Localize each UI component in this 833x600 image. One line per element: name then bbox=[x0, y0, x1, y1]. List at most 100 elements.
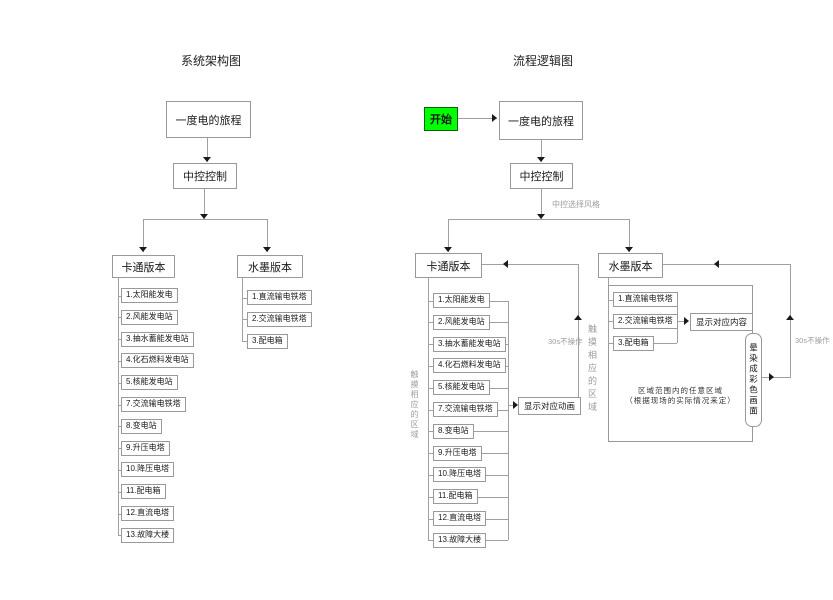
connector-line bbox=[508, 300, 509, 541]
diagram-list-item: 10.降压电塔 bbox=[121, 462, 175, 477]
connector-line bbox=[118, 426, 121, 427]
connector-line bbox=[608, 343, 613, 344]
connector-line bbox=[474, 431, 508, 432]
right-root-node: 一度电的旅程 bbox=[499, 101, 583, 140]
connector-line bbox=[118, 448, 121, 449]
connector-line bbox=[428, 344, 433, 345]
connector-line bbox=[428, 322, 433, 323]
connector-line bbox=[448, 219, 449, 252]
connector-line bbox=[118, 383, 121, 384]
diagram-list-item: 12.直流电塔 bbox=[433, 511, 487, 526]
diagram-list-item: 8.变电站 bbox=[121, 419, 162, 434]
diagram-list-item: 12.直流电塔 bbox=[121, 506, 175, 521]
connector-line bbox=[118, 535, 121, 536]
connector-line bbox=[663, 264, 790, 265]
arrowhead-down-icon bbox=[537, 214, 545, 219]
diagram-list-item: 5.核能发电站 bbox=[121, 375, 178, 390]
right-cartoon-branch-node: 卡通版本 bbox=[415, 253, 482, 278]
left-ink-branch-node: 水墨版本 bbox=[237, 255, 303, 278]
arrowhead-down-icon bbox=[444, 247, 452, 252]
connector-line bbox=[458, 118, 497, 119]
ink-action-node: 显示对应内容 bbox=[690, 313, 754, 331]
arrowhead-right-icon bbox=[684, 317, 689, 325]
connector-line bbox=[486, 519, 508, 520]
arrowhead-right-icon bbox=[492, 114, 497, 122]
connector-line bbox=[118, 317, 121, 318]
diagram-list-item: 1.直流输电铁塔 bbox=[247, 290, 312, 305]
connector-line bbox=[143, 219, 144, 252]
diagram-list-item: 1.太阳能发电 bbox=[433, 293, 490, 308]
region-note-line1: 区域范围内的任意区域 bbox=[638, 386, 723, 395]
label-cartoon-touch-area: 触摸相应的区域 bbox=[410, 370, 419, 440]
diagram-list-item: 3.抽水蓄能发电站 bbox=[433, 337, 506, 352]
connector-line bbox=[490, 301, 508, 302]
arrowhead-left-icon bbox=[503, 260, 508, 268]
connector-line bbox=[428, 540, 433, 541]
connector-line bbox=[654, 343, 677, 344]
connector-line bbox=[242, 278, 243, 342]
right-diagram-title: 流程逻辑图 bbox=[512, 54, 573, 68]
connector-line bbox=[118, 361, 121, 362]
label-ink-touch-area: 触摸相应的区域 bbox=[587, 324, 597, 415]
connector-line bbox=[143, 219, 267, 220]
left-controller-node: 中控控制 bbox=[173, 163, 237, 189]
diagram-list-item: 13.故障大楼 bbox=[121, 528, 175, 543]
connector-line bbox=[490, 388, 508, 389]
connector-line bbox=[242, 319, 247, 320]
diagram-list-item: 3.配电箱 bbox=[613, 336, 654, 351]
arrowhead-right-icon bbox=[513, 401, 518, 409]
arrowhead-down-icon bbox=[537, 157, 545, 162]
connector-line bbox=[486, 540, 508, 541]
connector-line bbox=[541, 189, 542, 219]
diagram-list-item: 7.交流输电铁塔 bbox=[121, 397, 186, 412]
label-ink-timeout: 30s不操作 bbox=[795, 336, 830, 345]
connector-line bbox=[506, 366, 508, 367]
diagram-list-item: 8.变电站 bbox=[433, 424, 474, 439]
render-result-node: 晕染成彩色画面 bbox=[745, 333, 762, 427]
connector-line bbox=[790, 264, 791, 378]
connector-line bbox=[118, 296, 121, 297]
diagram-list-item: 2.交流输电铁塔 bbox=[613, 314, 678, 329]
diagram-list-item: 4.化石燃料发电站 bbox=[433, 358, 506, 373]
diagram-list-item: 9.升压电塔 bbox=[121, 441, 170, 456]
connector-line bbox=[448, 219, 629, 220]
diagram-list-item: 4.化石燃料发电站 bbox=[121, 353, 194, 368]
connector-line bbox=[508, 405, 517, 406]
connector-line bbox=[118, 339, 121, 340]
connector-line bbox=[204, 189, 205, 219]
diagram-list-item: 2.交流输电铁塔 bbox=[247, 312, 312, 327]
region-note: 区域范围内的任意区域 （根据现场的实际情况来定） bbox=[610, 386, 751, 406]
connector-line bbox=[498, 410, 508, 411]
diagram-list-item: 10.降压电塔 bbox=[433, 467, 487, 482]
arrowhead-left-icon bbox=[714, 260, 719, 268]
connector-line bbox=[428, 366, 433, 367]
left-diagram-title: 系统架构图 bbox=[180, 54, 241, 68]
diagram-list-item: 13.故障大楼 bbox=[433, 533, 487, 548]
connector-line bbox=[478, 497, 508, 498]
connector-line bbox=[428, 519, 433, 520]
cartoon-action-node: 显示对应动画 bbox=[518, 397, 582, 415]
connector-line bbox=[428, 431, 433, 432]
connector-line bbox=[486, 475, 508, 476]
label-cartoon-timeout: 30s不操作 bbox=[548, 337, 583, 346]
diagram-list-item: 3.抽水蓄能发电站 bbox=[121, 332, 194, 347]
connector-line bbox=[608, 278, 609, 285]
diagram-list-item: 1.直流输电铁塔 bbox=[613, 292, 678, 307]
arrowhead-down-icon bbox=[139, 247, 147, 252]
right-ink-branch-node: 水墨版本 bbox=[598, 253, 663, 278]
edge-label-style-select: 中控选择风格 bbox=[552, 200, 600, 209]
connector-line bbox=[267, 219, 268, 252]
right-controller-node: 中控控制 bbox=[510, 163, 573, 189]
connector-line bbox=[118, 514, 121, 515]
connector-line bbox=[428, 453, 433, 454]
diagram-list-item: 2.风能发电站 bbox=[433, 315, 490, 330]
connector-line bbox=[428, 301, 433, 302]
connector-line bbox=[428, 278, 429, 541]
connector-line bbox=[118, 278, 119, 536]
connector-line bbox=[608, 321, 613, 322]
connector-line bbox=[207, 138, 208, 162]
connector-line bbox=[118, 405, 121, 406]
diagram-list-item: 7.交流输电铁塔 bbox=[433, 402, 498, 417]
diagram-list-item: 3.配电箱 bbox=[247, 334, 288, 349]
